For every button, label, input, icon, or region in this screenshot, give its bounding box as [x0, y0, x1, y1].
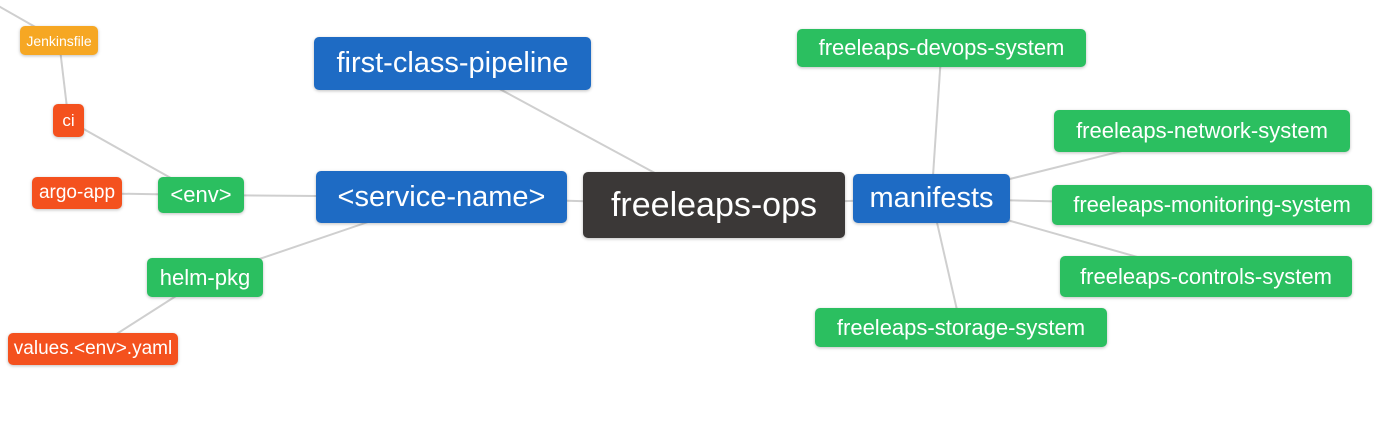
node-freeleaps-monitoring-system[interactable]: freeleaps-monitoring-system: [1052, 185, 1372, 225]
node-label: Jenkinsfile: [26, 32, 92, 49]
node-env[interactable]: <env>: [158, 177, 244, 213]
node-jenkinsfile[interactable]: Jenkinsfile: [20, 26, 98, 55]
node-manifests[interactable]: manifests: [853, 174, 1010, 223]
node-freeleaps-storage-system[interactable]: freeleaps-storage-system: [815, 308, 1107, 347]
node-label: first-class-pipeline: [336, 47, 569, 79]
node-argo-app[interactable]: argo-app: [32, 177, 122, 209]
node-label: helm-pkg: [159, 264, 251, 290]
node-values-env-yaml[interactable]: values.<env>.yaml: [8, 333, 178, 365]
node-label: freeleaps-storage-system: [836, 314, 1086, 340]
node-label: <env>: [170, 182, 232, 207]
node-label: freeleaps-devops-system: [818, 35, 1065, 60]
node-label: freeleaps-ops: [610, 185, 817, 224]
node-helm-pkg[interactable]: helm-pkg: [147, 258, 263, 297]
node-freeleaps-devops-system[interactable]: freeleaps-devops-system: [797, 29, 1086, 67]
node-label: <service-name>: [337, 180, 546, 213]
node-service-name[interactable]: <service-name>: [316, 171, 567, 223]
node-first-class-pipeline[interactable]: first-class-pipeline: [314, 37, 591, 90]
node-label: ci: [62, 110, 75, 130]
node-label: values.<env>.yaml: [13, 338, 173, 359]
edge-manifests-freeleaps-devops-system: [930, 47, 943, 199]
node-label: argo-app: [38, 182, 116, 203]
node-label: freeleaps-network-system: [1076, 118, 1328, 143]
node-label: freeleaps-controls-system: [1080, 263, 1332, 289]
node-freeleaps-controls-system[interactable]: freeleaps-controls-system: [1060, 256, 1352, 297]
node-freeleaps-ops[interactable]: freeleaps-ops: [583, 172, 845, 238]
node-label: manifests: [869, 182, 994, 214]
node-freeleaps-network-system[interactable]: freeleaps-network-system: [1054, 110, 1350, 152]
node-ci[interactable]: ci: [53, 104, 84, 137]
node-label: freeleaps-monitoring-system: [1073, 192, 1351, 217]
